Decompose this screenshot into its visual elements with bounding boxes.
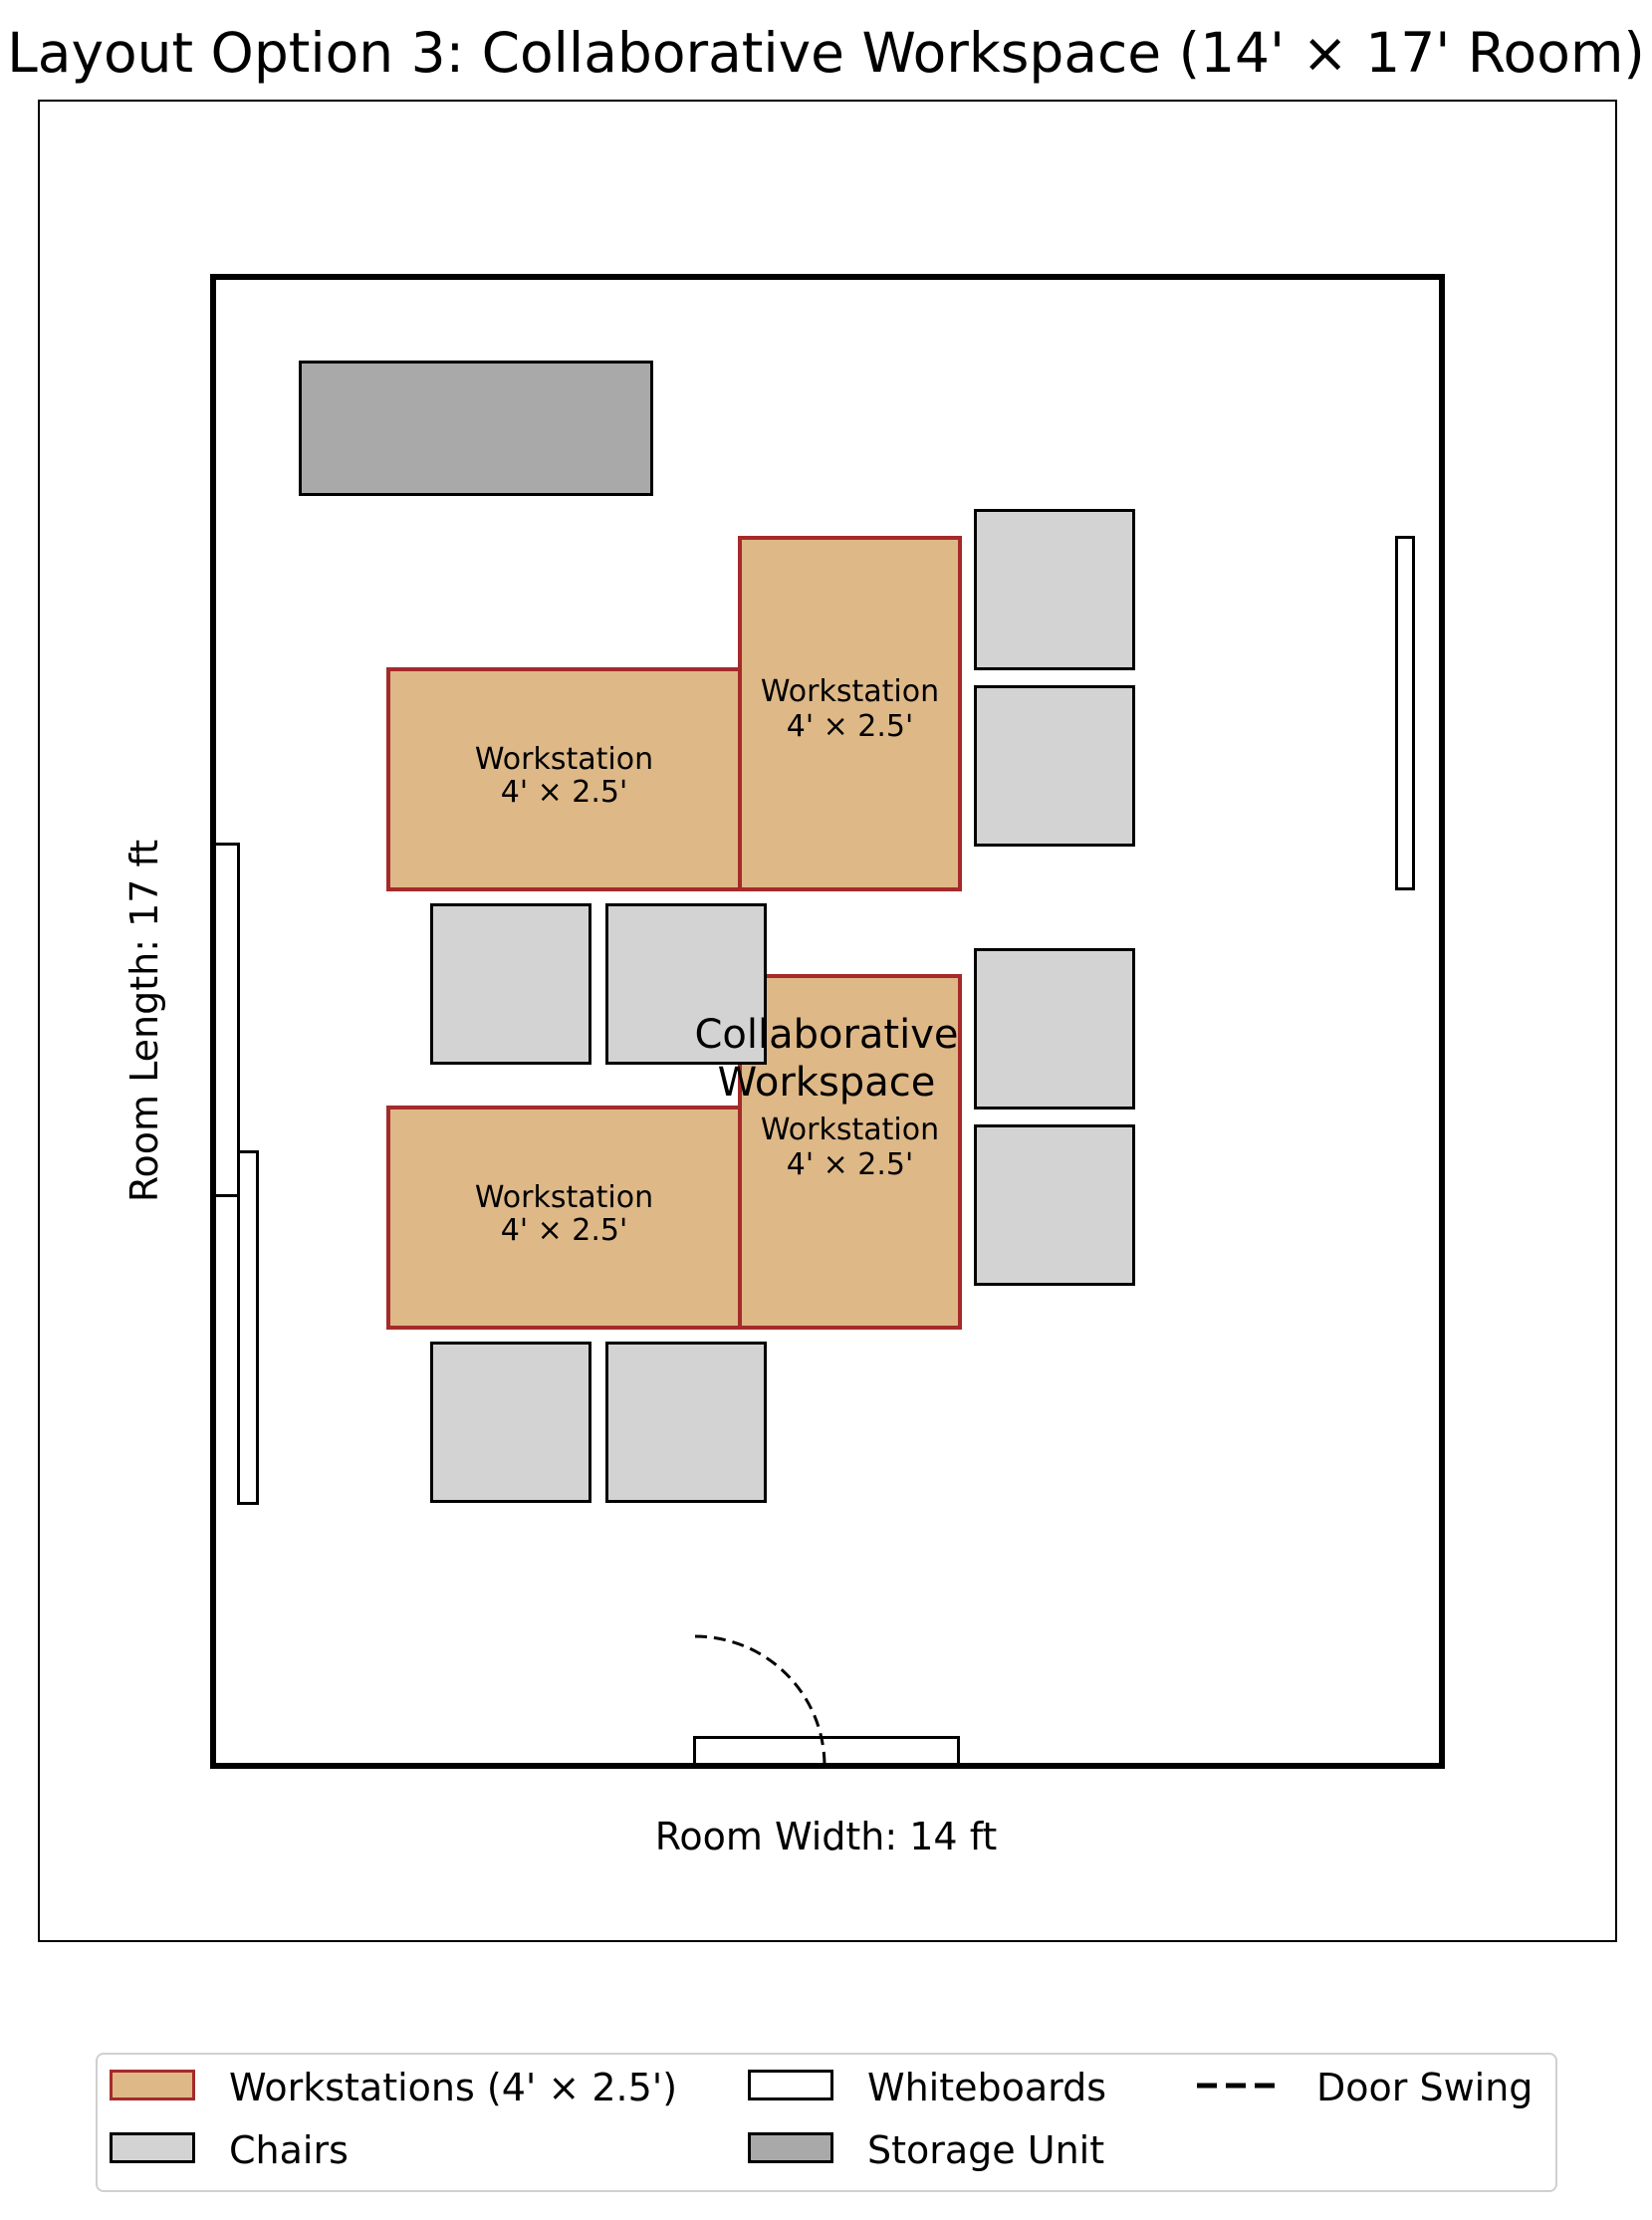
- chair: [974, 1124, 1135, 1286]
- workstation-size: 4' × 2.5': [500, 775, 628, 810]
- chair: [974, 685, 1135, 847]
- workstation-2: Workstation: [738, 536, 962, 891]
- chair: [430, 903, 591, 1065]
- whiteboard-left-2: [237, 1150, 259, 1505]
- legend-label: Whiteboards: [867, 2066, 1107, 2109]
- legend-label: Door Swing: [1316, 2066, 1534, 2109]
- workstation-size: 4' × 2.5': [786, 709, 914, 744]
- door: [693, 1736, 960, 1766]
- legend-label: Workstations (4' × 2.5'): [229, 2066, 678, 2109]
- workstation-size: 4' × 2.5': [500, 1213, 628, 1248]
- workstation-label: Workstation: [760, 674, 940, 709]
- diagram-title: Layout Option 3: Collaborative Workspace…: [7, 21, 1645, 85]
- chair: [605, 903, 767, 1065]
- whiteboard-legend-swatch: [748, 2070, 833, 2100]
- chair: [605, 1342, 767, 1503]
- storage-unit: [299, 361, 653, 496]
- workstation-label: Workstation: [760, 1112, 940, 1147]
- chair-legend-swatch: [110, 2132, 195, 2163]
- chair: [974, 509, 1135, 670]
- collaborative-workspace-label: Collaborative Workspace: [694, 1012, 959, 1106]
- door-swing-legend-icon: [1197, 2083, 1283, 2089]
- workstation-label: Workstation: [474, 1180, 654, 1215]
- workstation-label: Workstation: [474, 742, 654, 777]
- legend-label: Storage Unit: [867, 2128, 1105, 2172]
- workstation-1: Workstation: [386, 667, 742, 891]
- workstation-size: 4' × 2.5': [786, 1147, 914, 1182]
- door-swing-arc: [694, 1634, 826, 1767]
- room-width-label: Room Width: 14 ft: [654, 1815, 998, 1858]
- whiteboard-left-1: [213, 843, 240, 1197]
- room-length-label: Room Length: 17 ft: [122, 839, 166, 1203]
- whiteboard-right: [1395, 536, 1415, 890]
- chair: [974, 948, 1135, 1110]
- chair: [430, 1342, 591, 1503]
- storage-legend-swatch: [748, 2132, 833, 2163]
- workstation-4: Workstation: [738, 974, 962, 1330]
- legend-label: Chairs: [229, 2128, 349, 2172]
- workstation-legend-swatch: [110, 2070, 195, 2100]
- workstation-3: Workstation: [386, 1106, 742, 1330]
